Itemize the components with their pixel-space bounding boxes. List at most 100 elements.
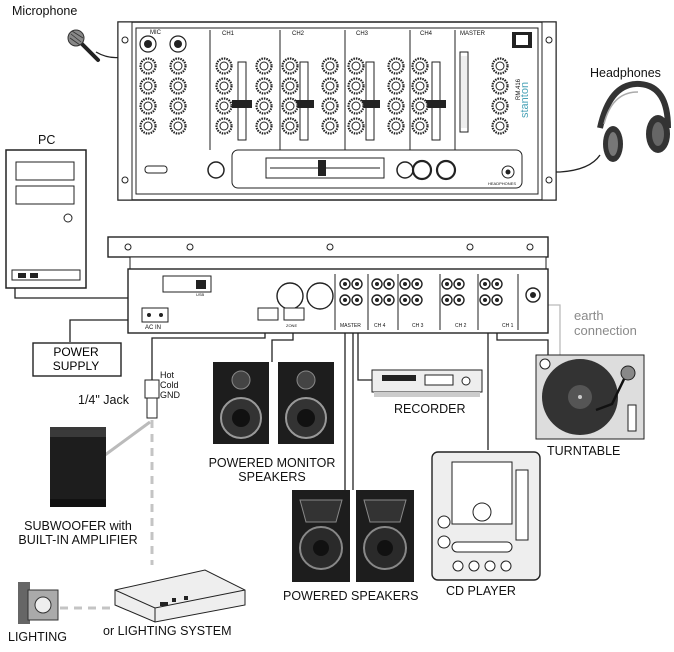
rear-ac-in-label: AC IN (145, 325, 161, 331)
knob-icon (321, 97, 339, 115)
rca-jack-icon (339, 278, 351, 290)
cd-player (431, 451, 541, 581)
turntable-label: TURNTABLE (547, 444, 621, 458)
subwoofer-label: SUBWOOFER with BUILT-IN AMPLIFIER (8, 519, 148, 547)
turntable (535, 354, 645, 440)
knob-icon (347, 97, 365, 115)
knob-icon (491, 57, 509, 75)
rca-jack-icon (441, 278, 453, 290)
knob-icon (215, 57, 233, 75)
rca-jack-icon (441, 294, 453, 306)
knob-icon (491, 117, 509, 135)
rear-ch4-label: CH 4 (374, 323, 386, 329)
knob-icon (491, 97, 509, 115)
knob-icon (255, 77, 273, 95)
knob-icon (321, 117, 339, 135)
subwoofer-line-2: BUILT-IN AMPLIFIER (18, 533, 138, 547)
knob-icon (255, 97, 273, 115)
rca-jack-icon (371, 294, 383, 306)
knob-icon (321, 77, 339, 95)
rca-jack-icon (479, 294, 491, 306)
headphones (597, 80, 671, 162)
powered-speaker-left (292, 490, 350, 582)
lighting-system-label: or LIGHTING SYSTEM (103, 624, 232, 638)
knob-icon (491, 77, 509, 95)
power-cable (69, 319, 150, 342)
power-supply-line-2: SUPPLY (52, 358, 100, 373)
knob-icon (387, 117, 405, 135)
knob-icon (215, 117, 233, 135)
pc-label: PC (38, 133, 56, 147)
knob-icon (255, 117, 273, 135)
knob-icon (169, 97, 187, 115)
rca-jack-icon (491, 278, 503, 290)
powered-speakers-label: POWERED SPEAKERS (283, 589, 419, 603)
knob-icon (347, 57, 365, 75)
jack-label: 1/4" Jack (78, 393, 129, 407)
earth-connection-label: earth connection (574, 308, 637, 338)
knob-icon (169, 57, 187, 75)
knob-icon (387, 97, 405, 115)
monitor-speaker-left (213, 362, 269, 444)
recorder-label: RECORDER (394, 402, 466, 416)
subwoofer (50, 427, 106, 507)
mixer-knobs (139, 57, 509, 135)
mixer-ch1-label: CH1 (222, 31, 235, 37)
monitor-speaker-right (278, 362, 334, 444)
rear-ch2-label: CH 2 (455, 323, 467, 329)
gnd-label: GND (160, 390, 180, 400)
knob-icon (411, 57, 429, 75)
mixer-model: RM.416 (516, 78, 522, 100)
subwoofer-line-1: SUBWOOFER with (24, 519, 132, 533)
lighting-label: LIGHTING (8, 630, 68, 644)
mixer-ch4-label: CH4 (420, 31, 433, 37)
hot-label: Hot (160, 370, 175, 380)
recorder (371, 369, 483, 397)
knob-icon (281, 117, 299, 135)
pc-tower (5, 149, 87, 289)
rear-ch3-label: CH 3 (412, 323, 424, 329)
rca-jack-icon (351, 294, 363, 306)
rca-jack-icon (411, 278, 423, 290)
knob-icon (411, 77, 429, 95)
rca-jack-icon (351, 278, 363, 290)
lighting-fixture (18, 582, 59, 624)
knob-icon (169, 117, 187, 135)
knob-icon (255, 57, 273, 75)
knob-icon (139, 77, 157, 95)
lighting-system (114, 569, 246, 623)
rca-jack-icon (399, 278, 411, 290)
knob-icon (215, 97, 233, 115)
knob-icon (281, 97, 299, 115)
rca-jack-icon (411, 294, 423, 306)
headphone-cable (520, 154, 601, 173)
knob-icon (347, 77, 365, 95)
knob-icon (387, 77, 405, 95)
rear-ch1-label: CH 1 (502, 323, 514, 329)
rca-jack-icon (479, 278, 491, 290)
monitor-line-1: POWERED MONITOR (208, 456, 336, 470)
rca-jack-icon (453, 294, 465, 306)
rear-usb-label: USB (196, 292, 205, 297)
headphones-label: Headphones (590, 66, 661, 80)
rca-jack-icon (383, 278, 395, 290)
knob-icon (347, 117, 365, 135)
cd-player-label: CD PLAYER (446, 584, 516, 598)
knob-icon (139, 57, 157, 75)
rca-jack-icon (491, 294, 503, 306)
mixer-top-panel (117, 21, 557, 201)
mixer-master-label: MASTER (460, 31, 486, 37)
knob-icon (281, 77, 299, 95)
mixer-ch3-label: CH3 (356, 31, 369, 37)
microphone (67, 29, 100, 62)
power-supply-line-1: POWER (53, 344, 99, 359)
mixer-headphones-label: HEADPHONES (488, 181, 516, 186)
power-supply-box (32, 342, 122, 377)
rear-master-label: MASTER (340, 323, 361, 329)
mixer-brand: stanton (519, 82, 531, 118)
mixer-rear-panel (107, 236, 549, 334)
rca-jack-icon (339, 294, 351, 306)
knob-icon (387, 57, 405, 75)
mixer-mic-label: MIC (150, 30, 162, 36)
